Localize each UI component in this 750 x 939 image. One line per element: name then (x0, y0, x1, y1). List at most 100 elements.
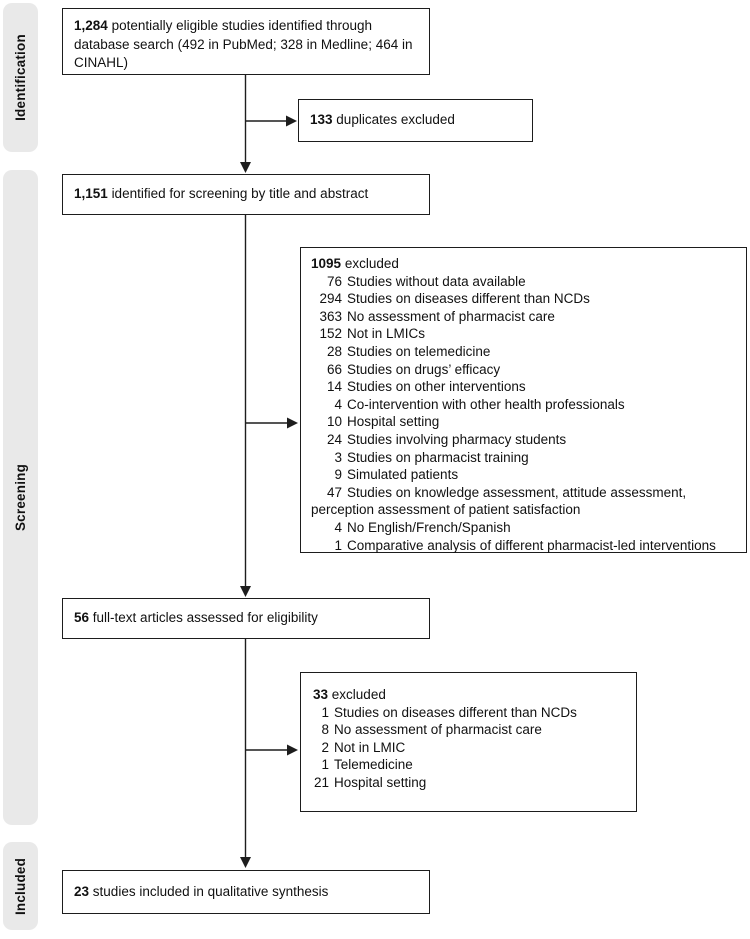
arrowhead-right-1 (286, 115, 297, 127)
screened-label: identified for screening by title and ab… (111, 186, 369, 202)
reason-text: Comparative analysis of different pharma… (347, 537, 716, 553)
duplicates-label: duplicates excluded (336, 112, 455, 128)
exclusion-reason-row: 14 Studies on other interventions (311, 378, 738, 396)
box-identified-text: 1,284 potentially eligible studies ident… (74, 17, 421, 73)
stage-bar-identification: Identification (3, 3, 38, 152)
stage-label-screening: Screening (13, 463, 29, 532)
arrowhead-down-1 (240, 162, 251, 173)
reason-count: 294 (319, 291, 342, 307)
arrowhead-right-3 (287, 744, 298, 756)
exclusion-reason-row: 3 Studies on pharmacist training (311, 449, 738, 467)
reason-text: No English/French/Spanish (347, 519, 511, 535)
reason-count: 21 (313, 774, 329, 790)
duplicates-count: 133 (310, 112, 333, 128)
reason-text: Simulated patients (347, 467, 459, 483)
exclusion-reason-row: 9 Simulated patients (311, 466, 738, 484)
reason-count: 4 (334, 519, 342, 535)
exclusion-reason-row: 47 Studies on knowledge assessment, atti… (311, 484, 738, 502)
reason-text: Co-intervention with other health profes… (347, 396, 625, 412)
reason-count: 3 (334, 449, 342, 465)
reason-count: 66 (326, 361, 342, 377)
box-fulltext-text: 56 full-text articles assessed for eligi… (74, 609, 318, 628)
box-included-text: 23 studies included in qualitative synth… (74, 883, 328, 902)
reason-count: 1 (321, 704, 329, 720)
box-screened-text: 1,151 identified for screening by title … (74, 185, 368, 204)
reason-text: Studies on knowledge assessment, attitud… (347, 484, 687, 500)
stage-bar-included: Included (3, 842, 38, 930)
exclusion-reason-row: 24 Studies involving pharmacy students (311, 431, 738, 449)
reason-count: 2 (321, 739, 329, 755)
exclusion-reason-row: 66 Studies on drugs’ efficacy (311, 361, 738, 379)
screened-count: 1,151 (74, 186, 108, 202)
screening-exclusions-label: excluded (344, 256, 399, 271)
exclusion-reason-row: 152 Not in LMICs (311, 325, 738, 343)
reason-text: Studies without data available (347, 273, 526, 289)
exclusion-reason-row: 4 Co-intervention with other health prof… (311, 396, 738, 414)
arrowhead-down-2 (240, 586, 251, 597)
included-count: 23 (74, 883, 90, 899)
fulltext-label: full-text articles assessed for eligibil… (92, 610, 318, 626)
box-identified-studies: 1,284 potentially eligible studies ident… (62, 8, 430, 75)
eligibility-exclusions-header: 33 excluded (313, 686, 628, 704)
stage-label-included: Included (13, 857, 29, 915)
included-label: studies included in qualitative synthesi… (92, 883, 329, 899)
reason-text: Studies on drugs’ efficacy (347, 361, 501, 377)
stage-label-identification: Identification (13, 34, 28, 121)
reason-count: 9 (334, 467, 342, 483)
reason-text: Studies involving pharmacy students (347, 431, 567, 447)
reason-text: Studies on telemedicine (347, 343, 491, 359)
reason-count: 4 (334, 396, 342, 412)
exclusion-reason-row: 10 Hospital setting (311, 413, 738, 431)
exclusion-reason-row: 294 Studies on diseases different than N… (311, 290, 738, 308)
reason-count: 24 (326, 431, 342, 447)
identified-count: 1,284 (74, 18, 108, 33)
reason-text: No assessment of pharmacist care (347, 308, 555, 324)
exclusion-reason-row: 2 Not in LMIC (313, 739, 628, 757)
reason-continuation: perception assessment of patient satisfa… (311, 502, 581, 518)
eligibility-exclusions-label: excluded (331, 687, 386, 702)
exclusion-reason-row: 76 Studies without data available (311, 273, 738, 291)
reason-text: Not in LMIC (334, 739, 406, 755)
reason-text: Not in LMICs (347, 326, 426, 342)
reason-count: 28 (326, 343, 342, 359)
reason-count: 47 (326, 484, 342, 500)
arrowhead-right-2 (287, 417, 298, 429)
exclusion-reason-row: 28 Studies on telemedicine (311, 343, 738, 361)
reason-count: 10 (326, 414, 342, 430)
reason-text: Telemedicine (334, 757, 413, 773)
reason-text: Studies on diseases different than NCDs (347, 291, 590, 307)
exclusion-reason-row: 8 No assessment of pharmacist care (313, 721, 628, 739)
exclusion-reason-row: 1 Telemedicine (313, 756, 628, 774)
reason-count: 1 (321, 757, 329, 773)
reason-count: 14 (326, 379, 342, 395)
reason-count: 363 (319, 308, 342, 324)
eligibility-exclusion-reasons-list: 1 Studies on diseases different than NCD… (313, 704, 628, 792)
box-screening-exclusions: 1095 excluded 76 Studies without data av… (300, 247, 747, 553)
reason-text: Studies on pharmacist training (347, 449, 529, 465)
screening-exclusion-reasons-list: 76 Studies without data available 294 St… (311, 273, 738, 555)
reason-text: No assessment of pharmacist care (334, 722, 542, 738)
box-eligibility-exclusions: 33 excluded 1 Studies on diseases differ… (300, 672, 637, 812)
box-screened-studies: 1,151 identified for screening by title … (62, 174, 430, 215)
box-duplicates-excluded: 133 duplicates excluded (298, 99, 533, 142)
reason-text: Hospital setting (347, 414, 440, 430)
box-included-studies: 23 studies included in qualitative synth… (62, 870, 430, 914)
exclusion-reason-row: 21 Hospital setting (313, 774, 628, 792)
reason-text: Studies on other interventions (347, 379, 526, 395)
exclusion-reason-row: 1 Studies on diseases different than NCD… (313, 704, 628, 722)
arrowhead-down-3 (240, 857, 251, 868)
box-duplicates-text: 133 duplicates excluded (310, 111, 455, 130)
identified-label: potentially eligible studies identified … (74, 18, 413, 71)
box-fulltext-assessed: 56 full-text articles assessed for eligi… (62, 598, 430, 639)
reason-text: Hospital setting (334, 774, 427, 790)
exclusion-reason-row: 363 No assessment of pharmacist care (311, 308, 738, 326)
reason-count: 76 (326, 273, 342, 289)
exclusion-reason-row: 1 Comparative analysis of different phar… (311, 537, 738, 555)
reason-count: 8 (321, 722, 329, 738)
stage-bar-screening: Screening (3, 170, 38, 825)
reason-text: Studies on diseases different than NCDs (334, 704, 577, 720)
reason-count: 1 (334, 537, 342, 553)
fulltext-count: 56 (74, 610, 90, 626)
screening-exclusions-header: 1095 excluded (311, 255, 738, 273)
